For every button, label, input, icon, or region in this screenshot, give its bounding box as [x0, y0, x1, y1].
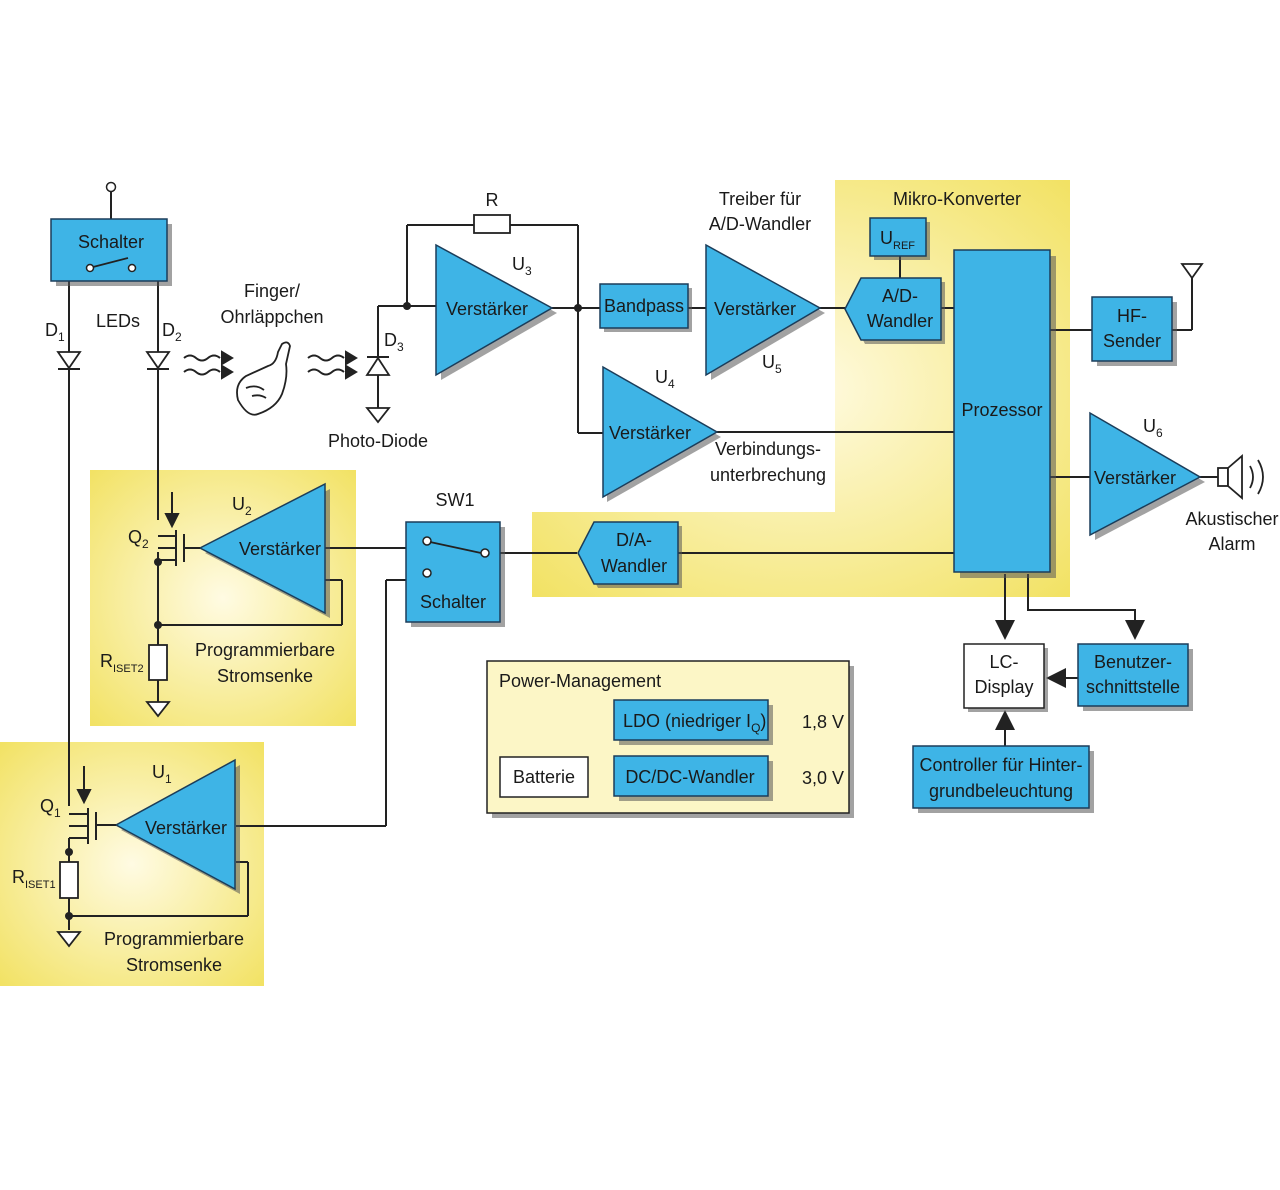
- light-rays-right: [307, 350, 358, 380]
- amplifier-u1: Verstärker U1: [114, 758, 240, 894]
- u4-label: U4: [655, 367, 675, 391]
- amp-u2-label: Verstärker: [239, 539, 321, 559]
- finger-icon: [236, 341, 291, 416]
- u2-label: U2: [232, 494, 252, 518]
- schalter-top-block: Schalter: [50, 181, 172, 286]
- mikro-konverter-label: Mikro-Konverter: [893, 189, 1021, 209]
- u6-label: U6: [1143, 416, 1163, 440]
- svg-text:UREF: UREF: [880, 228, 915, 252]
- diode-d1: D1: [45, 320, 82, 370]
- prozessor-block: Prozessor: [953, 249, 1056, 578]
- prog1-label-1: Programmierbare: [104, 929, 244, 949]
- schalter-top-label: Schalter: [78, 232, 144, 252]
- svg-text:Benutzer-: Benutzer-: [1094, 652, 1172, 672]
- amplifier-u3: Verstärker U3: [435, 243, 557, 380]
- controller-hintergrund-block: Controller für Hinter- grundbeleuchtung: [912, 745, 1094, 813]
- treiber-label-1: Treiber für: [719, 189, 801, 209]
- dcdc-label: DC/DC-Wandler: [625, 767, 754, 787]
- svg-text:RISET2: RISET2: [100, 651, 144, 675]
- svg-text:RISET1: RISET1: [12, 867, 56, 891]
- svg-text:HF-: HF-: [1117, 306, 1147, 326]
- ad-wandler-block: A/D- Wandler: [844, 277, 945, 344]
- transistor-q1: Q1: [40, 766, 116, 844]
- svg-text:Display: Display: [974, 677, 1033, 697]
- svg-text:Sender: Sender: [1103, 331, 1161, 351]
- resistor-riset1: RISET1: [12, 861, 82, 948]
- svg-text:A/D-: A/D-: [882, 286, 918, 306]
- power-management-label: Power-Management: [499, 671, 661, 691]
- diode-d2: D2: [145, 320, 182, 370]
- photo-diode-label: Photo-Diode: [328, 431, 428, 451]
- uref-block: UREF: [869, 217, 930, 260]
- finger-label-1: Finger/: [244, 281, 300, 301]
- prog1-label-2: Stromsenke: [126, 955, 222, 975]
- amplifier-u2: Verstärker U2: [198, 482, 330, 618]
- transistor-q2: Q2: [128, 492, 200, 566]
- benutzerschnittstelle-block: Benutzer- schnittstelle: [1077, 643, 1193, 711]
- amplifier-u6: Verstärker U6: [1089, 411, 1205, 540]
- power-management-block: Power-Management LDO (niedriger IQ) 1,8 …: [486, 660, 854, 818]
- q2-label: Q2: [128, 527, 149, 551]
- speaker-icon: [1217, 454, 1264, 500]
- amplifier-u5: Verstärker U5: [705, 243, 825, 380]
- amp-u5-label: Verstärker: [714, 299, 796, 319]
- photodiode-d3: D3: [365, 330, 404, 424]
- verbindung-label-1: Verbindungs-: [715, 439, 821, 459]
- verbindung-label-2: unterbrechung: [710, 465, 826, 485]
- ldo-label: LDO (niedriger IQ): [623, 711, 766, 735]
- prog2-label-2: Stromsenke: [217, 666, 313, 686]
- batterie-label: Batterie: [513, 767, 575, 787]
- resistor-riset2: RISET2: [100, 644, 171, 718]
- svg-text:Prozessor: Prozessor: [961, 400, 1042, 420]
- svg-text:D/A-: D/A-: [616, 530, 652, 550]
- svg-text:Bandpass: Bandpass: [604, 296, 684, 316]
- antenna-icon: [1180, 263, 1204, 280]
- sw1-switch-block: Schalter: [405, 521, 505, 627]
- sw1-label: SW1: [435, 490, 474, 510]
- d3-label: D3: [384, 330, 404, 354]
- u1-label: U1: [152, 762, 172, 786]
- resistor-r: R: [473, 190, 511, 234]
- hf-sender-block: HF- Sender: [1091, 296, 1177, 366]
- u3-label: U3: [512, 254, 532, 278]
- d1-label: D1: [45, 320, 65, 344]
- d2-label: D2: [162, 320, 182, 344]
- alarm-label-2: Alarm: [1208, 534, 1255, 554]
- q1-label: Q1: [40, 796, 61, 820]
- alarm-label-1: Akustischer: [1185, 509, 1278, 529]
- da-wandler-block: D/A- Wandler: [577, 521, 682, 588]
- amp-u3-label: Verstärker: [446, 299, 528, 319]
- bandpass-block: Bandpass: [599, 283, 692, 332]
- amp-u4-label: Verstärker: [609, 423, 691, 443]
- u5-label: U5: [762, 352, 782, 376]
- lc-display-block: LC- Display: [963, 643, 1048, 712]
- finger-label-2: Ohrläppchen: [220, 307, 323, 327]
- svg-text:R: R: [486, 190, 499, 210]
- amplifier-u4: Verstärker U4: [602, 365, 721, 502]
- svg-text:grundbeleuchtung: grundbeleuchtung: [929, 781, 1073, 801]
- treiber-label-2: A/D-Wandler: [709, 214, 811, 234]
- v18-label: 1,8 V: [802, 712, 844, 732]
- svg-text:Wandler: Wandler: [601, 556, 667, 576]
- svg-text:schnittstelle: schnittstelle: [1086, 677, 1180, 697]
- amp-u1-label: Verstärker: [145, 818, 227, 838]
- amp-u6-label: Verstärker: [1094, 468, 1176, 488]
- light-rays-left: [183, 350, 234, 380]
- svg-text:Controller für Hinter-: Controller für Hinter-: [919, 755, 1082, 775]
- schalter-sw-label: Schalter: [420, 592, 486, 612]
- leds-label: LEDs: [96, 311, 140, 331]
- v30-label: 3,0 V: [802, 768, 844, 788]
- svg-text:Wandler: Wandler: [867, 311, 933, 331]
- svg-text:LC-: LC-: [989, 652, 1018, 672]
- prog2-label-1: Programmierbare: [195, 640, 335, 660]
